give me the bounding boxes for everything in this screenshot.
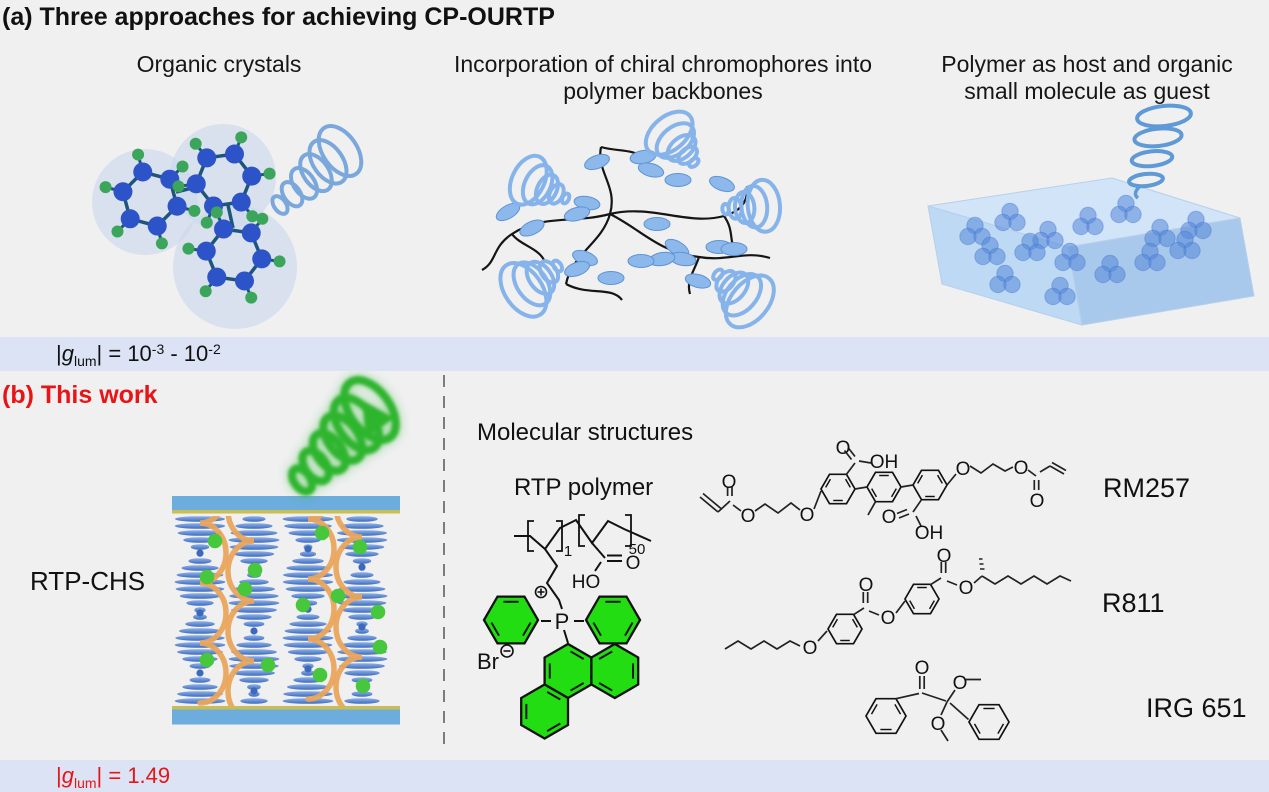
- atom-o: O: [800, 505, 815, 526]
- bracket: [527, 520, 534, 552]
- cell-top-substrate: [172, 496, 400, 510]
- phosphor-dots: [199, 525, 388, 694]
- atom-o: O: [859, 575, 874, 596]
- polymer-backbone-bond: [514, 518, 652, 551]
- panel-b-title: (b) This work: [2, 381, 158, 409]
- emission-spiral-icon: [287, 376, 400, 496]
- helix-strands: [197, 516, 363, 706]
- bond: [843, 446, 872, 475]
- atom-oh: OH: [870, 452, 899, 473]
- rtp-chs-cell-illustration: [172, 376, 400, 725]
- caption-organic-crystals: Organic crystals: [136, 51, 302, 77]
- atom-o: O: [803, 638, 818, 659]
- bracket: [556, 520, 563, 552]
- side-chain-bond: [544, 548, 563, 610]
- atom-o: O: [959, 578, 974, 599]
- label-r811: R811: [1102, 588, 1165, 618]
- cell-bottom-substrate: [172, 709, 400, 725]
- atom-o: O: [741, 506, 756, 527]
- atom-o: O: [937, 546, 952, 567]
- bond: [896, 499, 923, 527]
- bond: [1027, 461, 1067, 490]
- sample-label: RTP-CHS: [30, 566, 146, 596]
- atom-o: O: [931, 714, 946, 735]
- minus-charge-icon: [500, 644, 514, 658]
- label-rm257: RM257: [1103, 473, 1190, 503]
- bond: [726, 487, 742, 512]
- atom-o: O: [915, 658, 930, 679]
- bond: [854, 484, 914, 516]
- atom-o: O: [1030, 491, 1045, 512]
- cooh-bonds: [591, 542, 622, 572]
- atom-o: O: [881, 608, 896, 629]
- atom-o: O: [882, 507, 897, 528]
- atom-ho: HO: [572, 572, 601, 593]
- atom-o: O: [1014, 458, 1029, 479]
- cell-bottom-alignment-layer: [172, 706, 400, 710]
- rtp-polymer-label: RTP polymer: [514, 474, 654, 501]
- bond: [853, 592, 880, 616]
- rm257-structure: O O O O OH O OH O O O: [699, 438, 1067, 544]
- bond: [921, 678, 981, 703]
- bond: [930, 562, 958, 586]
- bracket: [578, 514, 585, 547]
- molecule-models: [99, 131, 286, 304]
- stereo-hash: [979, 558, 985, 570]
- bond: [940, 701, 970, 742]
- cpl-helix-icon: [1127, 103, 1193, 200]
- atom-oh: OH: [915, 523, 944, 544]
- label-irg651: IRG 651: [1146, 693, 1247, 723]
- caption-host-guest: Polymer as host and organic small molecu…: [941, 51, 1233, 104]
- organic-crystals-illustration: [92, 124, 364, 329]
- phosphonium-aryl-rings: [482, 595, 642, 740]
- bond: [981, 575, 1072, 585]
- crystal-sphere: [173, 205, 297, 329]
- atom-o: O: [836, 438, 851, 459]
- panel-b-label: (b): [2, 381, 34, 409]
- bond: [813, 490, 822, 510]
- caption-chiral-chromophores: Incorporation of chiral chromophores int…: [453, 51, 873, 104]
- panel-a-title: (a) Three approaches for achieving CP-OU…: [2, 3, 555, 31]
- atom-p: P: [555, 609, 570, 634]
- glum-banner-a: |glum| = 10-3 - 10-2: [0, 337, 1269, 371]
- bond: [946, 473, 957, 486]
- repeat-count-1: 1: [564, 543, 572, 560]
- glum-value-b: |glum| = 1.49: [56, 763, 171, 791]
- bond: [699, 492, 731, 513]
- structures-heading: Molecular structures: [477, 419, 694, 446]
- host-guest-illustration: [927, 103, 1255, 326]
- polymer-backbone-illustration: [481, 109, 783, 330]
- cpl-helix-icon: [270, 124, 364, 216]
- repeat-count-50: 50: [629, 541, 646, 558]
- bond: [895, 600, 906, 614]
- bond: [973, 575, 983, 584]
- atom-br: Br: [477, 649, 499, 674]
- p-bonds: [541, 620, 584, 644]
- r811-structure: O O O O O: [724, 546, 1072, 659]
- bond: [969, 462, 1014, 475]
- atom-o: O: [626, 553, 641, 574]
- bond: [754, 501, 801, 515]
- plus-sign: [537, 588, 545, 596]
- plus-charge-icon: [534, 585, 548, 599]
- rm257-rings: [820, 469, 948, 505]
- atom-o: O: [956, 459, 971, 480]
- bond: [817, 630, 828, 642]
- rtp-polymer-structure: 1 50 O HO P Br: [477, 514, 652, 740]
- bond: [724, 640, 801, 650]
- panel-a-label: (a): [2, 3, 33, 31]
- atom-o: O: [953, 673, 968, 694]
- glum-value-a: |glum| = 10-3 - 10-2: [56, 341, 221, 369]
- cell-top-alignment-layer: [172, 510, 400, 514]
- irg651-structure: O O O: [865, 658, 1010, 742]
- bond: [895, 676, 926, 700]
- atom-o: O: [722, 472, 737, 493]
- guest-molecule-dots: [959, 194, 1212, 306]
- bracket: [625, 514, 632, 547]
- glum-banner-b: |glum| = 1.49: [0, 760, 1269, 792]
